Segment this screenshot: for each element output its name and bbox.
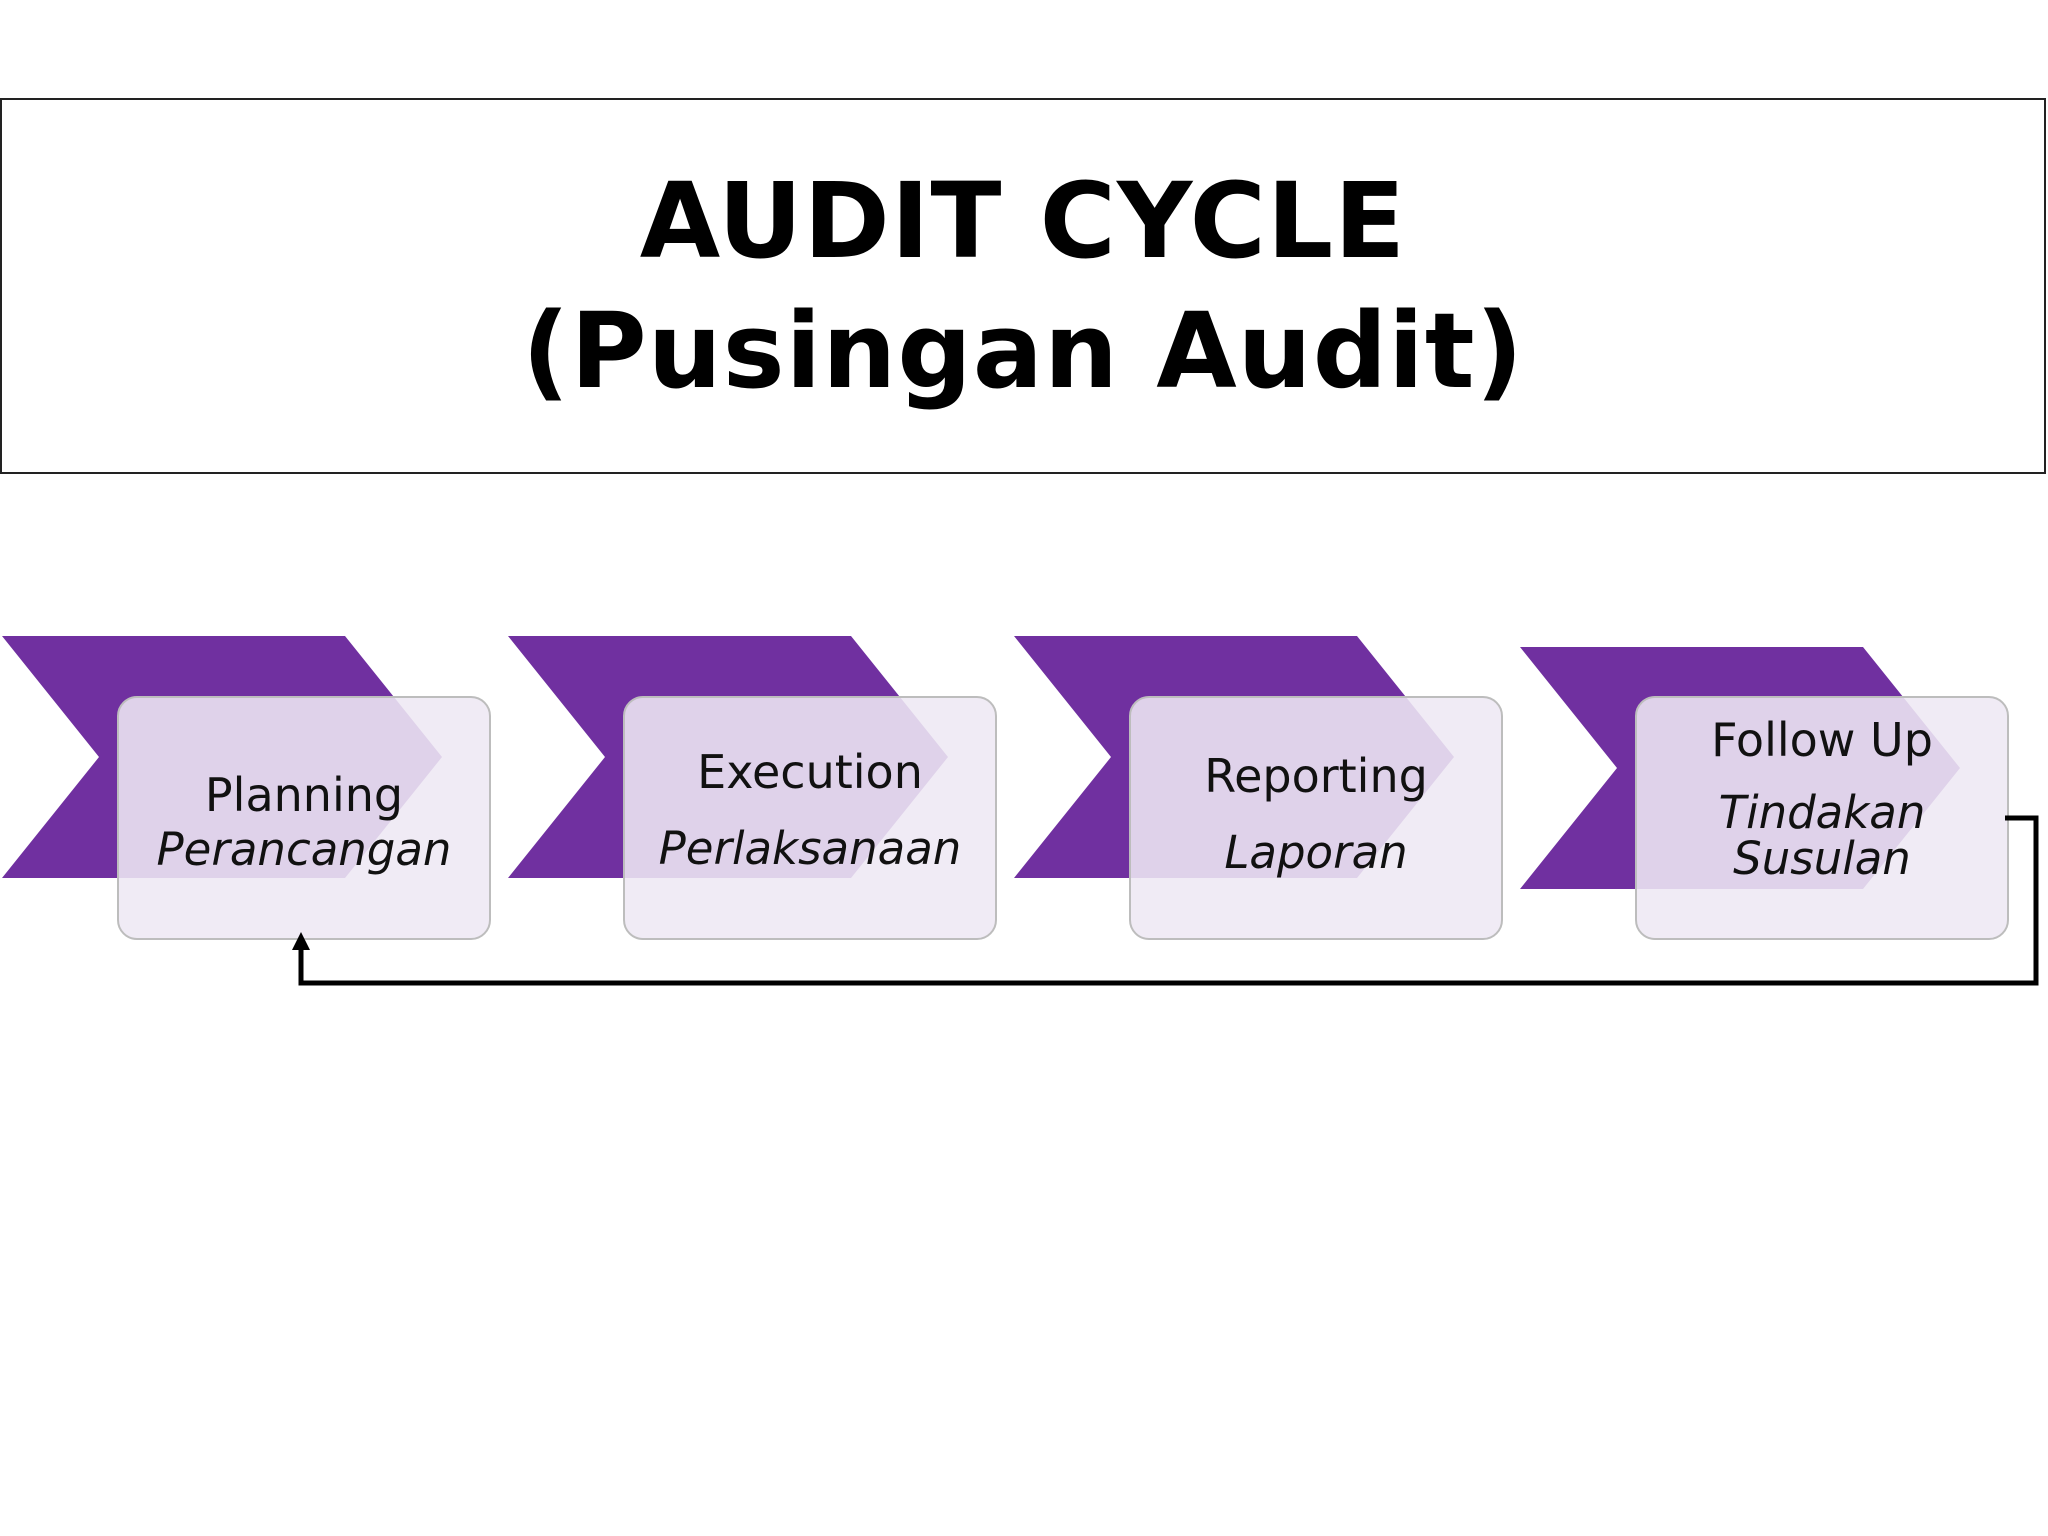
step-box-reporting: Reporting Laporan: [1129, 696, 1503, 940]
title-line-2: (Pusingan Audit): [521, 290, 1525, 412]
arrowhead-icon: [292, 932, 310, 950]
step-box-follow-up: Follow Up Tindakan Susulan: [1635, 696, 2009, 940]
step-box-planning: Planning Perancangan: [117, 696, 491, 940]
step-translation-laporan: Laporan: [1224, 826, 1408, 879]
step-translation-tindakan-susulan: Tindakan Susulan: [1718, 786, 1926, 885]
title-line-1: AUDIT CYCLE: [639, 160, 1407, 282]
step-label-planning: Planning: [204, 768, 404, 822]
step-label-reporting: Reporting: [1204, 749, 1428, 803]
step-translation-perancangan: Perancangan: [156, 823, 452, 876]
step-label-follow-up: Follow Up: [1711, 713, 1933, 767]
step-label-execution: Execution: [697, 745, 923, 799]
step-translation-perlaksanaan: Perlaksanaan: [658, 822, 962, 875]
step-box-execution: Execution Perlaksanaan: [623, 696, 997, 940]
title-box: AUDIT CYCLE (Pusingan Audit): [0, 98, 2046, 474]
